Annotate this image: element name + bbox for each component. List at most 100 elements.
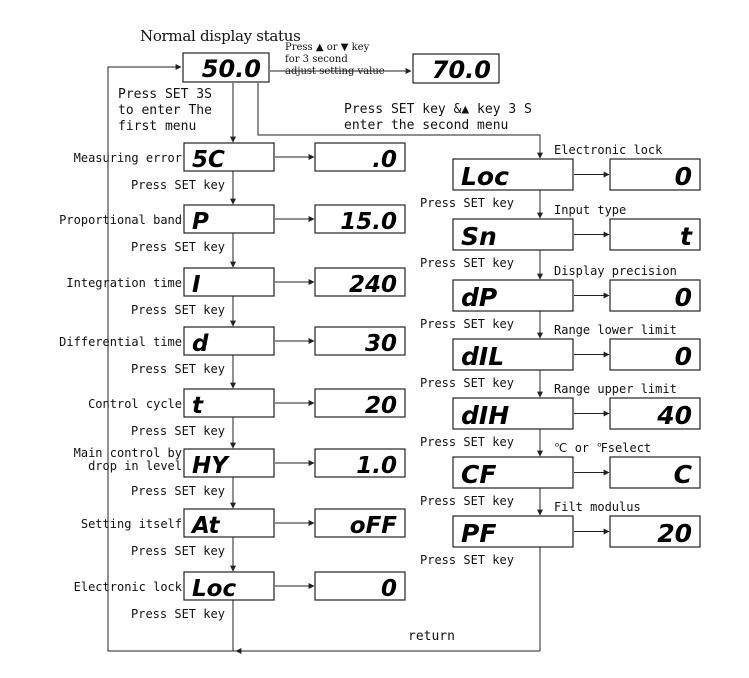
first-menu-code-3-text: d [192,331,209,357]
second-menu-value-6-frame [609,515,701,548]
press-set-key-label: Press SET key [420,256,514,270]
second-menu-value-4-frame [609,397,701,430]
first-menu-code-2-text: I [192,272,201,298]
press-set-key-label: Press SET key [420,376,514,390]
second-menu-value-0-frame [609,158,701,191]
adjust-hint-line: adjust setting value [285,66,385,77]
first-menu-code-4-text: t [192,393,204,419]
press-set-key-label: Press SET key [420,196,514,210]
second-menu-value-4-text: 40 [656,401,692,430]
first-menu-code-2-frame [183,267,275,297]
second-menu-label: ℃ or ℉select [554,441,651,455]
second-menu-value-3-text: 0 [675,342,692,371]
first-menu-hint-line: to enter The [118,103,212,118]
first-menu-code-7-frame [183,571,275,601]
second-menu-value-2-frame [609,279,701,312]
second-menu-code-1-text: Sn [461,222,497,251]
press-set-key-label: Press SET key [420,494,514,508]
first-menu-label: Integration time [66,276,182,290]
second-menu-code-2-frame [452,279,574,312]
second-menu-code-3-frame [452,338,574,371]
first-menu-value-6-text: oFF [350,513,398,539]
first-menu-code-6-frame [183,508,275,538]
second-menu-label: Range upper limit [554,382,677,396]
press-set-key-label: Press SET key [131,240,225,254]
first-menu-label: Main control by [74,446,182,460]
press-set-key-label: Press SET key [131,544,225,558]
first-menu-label: Setting itself [81,517,182,531]
first-menu-code-1-text: P [192,209,209,235]
second-menu-code-4-frame [452,397,574,430]
first-menu-code-3-frame [183,326,275,356]
first-menu-code-0-frame [183,142,275,172]
second-menu-code-6-frame [452,515,574,548]
first-menu-value-1-frame [314,204,406,234]
second-menu-value-2-text: 0 [675,283,692,312]
first-menu-value-5-text: 1.0 [356,453,397,479]
second-menu-hint-line: enter the second menu [344,118,508,133]
press-set-key-label: Press SET key [131,303,225,317]
arrow-enter-second-menu [257,83,543,159]
title-normal-display: Normal display status [140,27,301,45]
first-menu-hint-line: Press SET 3S [118,87,212,102]
press-set-key-label: Press SET key [420,317,514,331]
second-menu-code-0-text: Loc [461,162,509,191]
return-label: return [408,629,455,644]
first-menu-value-0-text: .0 [372,147,397,173]
first-menu-label: Electronic lock [74,580,183,594]
press-set-key-label: Press SET key [420,435,514,449]
second-menu-label: Electronic lock [554,143,663,157]
first-menu-code-6-text: At [190,513,221,539]
second-menu-code-2-text: dP [461,283,497,312]
first-menu-value-2-frame [314,267,406,297]
second-menu-code-3-text: dIL [461,342,504,371]
adjust-hint-line: Press ▲ or ▼ key [285,42,370,53]
first-menu-value-4-frame [314,388,406,418]
second-menu-value-5-frame [609,456,701,489]
second-menu-value-1-frame [609,218,701,251]
main-display-text: 50.0 [202,55,261,83]
first-menu-value-6-frame [314,508,406,538]
second-menu-code-0-frame [452,158,574,191]
second-menu-label: Range lower limit [554,323,677,337]
first-menu-value-5-frame [314,448,406,478]
second-menu-code-6-text: PF [461,519,496,548]
adjusted-display-frame [412,53,500,84]
first-menu-label: Differential time [59,335,182,349]
second-menu-code-4-text: dIH [461,401,509,430]
first-menu-code-1-frame [183,204,275,234]
first-menu-value-1-text: 15.0 [340,209,397,235]
press-set-key-label: Press SET key [131,607,225,621]
second-menu-label: Display precision [554,264,677,278]
second-menu-label: Input type [554,203,626,217]
press-set-key-label: Press SET key [131,362,225,376]
press-set-key-label: Press SET key [131,424,225,438]
second-menu-value-6-text: 20 [657,519,692,548]
second-menu-code-5-text: CF [461,460,496,489]
arrow-return-loop [107,64,236,652]
second-menu-label: Filt modulus [554,500,641,514]
adjust-hint-line: for 3 second [285,54,348,65]
first-menu-label: Proportional band [59,213,182,227]
second-menu-code-5-frame [452,456,574,489]
first-menu-label: Measuring error [74,151,182,165]
first-menu-value-7-text: 0 [381,576,397,602]
adjusted-display-text: 70.0 [432,56,491,84]
first-menu-code-4-frame [183,388,275,418]
second-menu-code-1-frame [452,218,574,251]
second-menu-hint-line: Press SET key &▲ key 3 S [344,102,532,117]
second-menu-value-5-text: C [674,460,693,489]
first-menu-code-5-frame [183,448,275,478]
second-menu-value-1-text: t [680,222,693,251]
first-menu-value-7-frame [314,571,406,601]
first-menu-value-3-text: 30 [365,331,397,357]
press-set-key-label: Press SET key [131,484,225,498]
first-menu-value-3-frame [314,326,406,356]
first-menu-value-4-text: 20 [365,393,397,419]
main-display-frame [182,52,270,83]
first-menu-code-5-text: HY [192,453,230,479]
press-set-key-label: Press SET key [131,178,225,192]
second-menu-value-0-text: 0 [675,162,692,191]
